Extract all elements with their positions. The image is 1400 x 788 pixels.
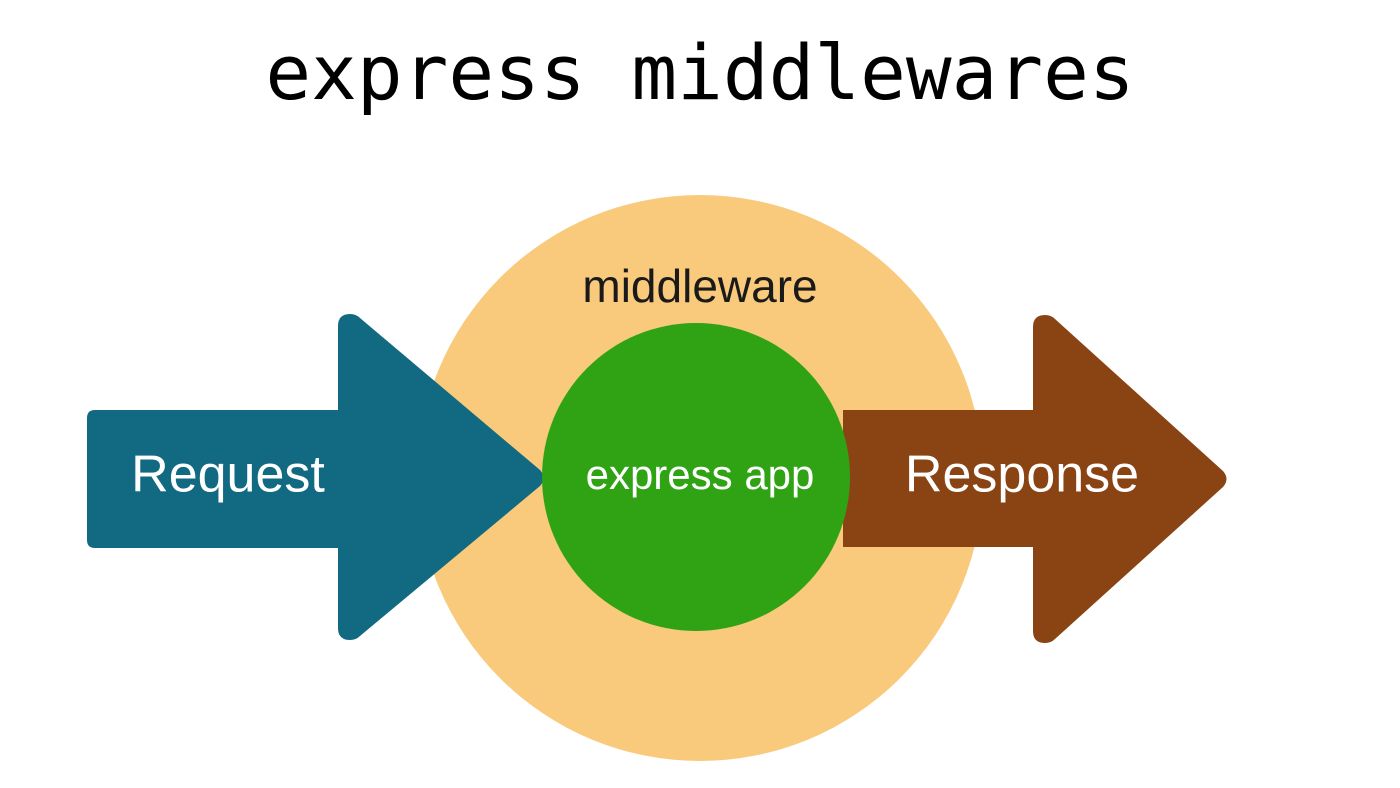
response-arrow[interactable] bbox=[843, 315, 1227, 643]
express-app-label: express app bbox=[586, 451, 815, 498]
request-arrow-shaft bbox=[87, 410, 360, 548]
page-title: express middlewares bbox=[265, 28, 1135, 117]
response-arrow-head bbox=[1033, 315, 1227, 643]
request-arrow[interactable] bbox=[87, 314, 544, 640]
request-arrow-head bbox=[338, 314, 544, 640]
response-arrow-shaft bbox=[843, 410, 1040, 547]
response-label: Response bbox=[905, 446, 1139, 504]
request-label: Request bbox=[131, 446, 325, 504]
express-app-circle bbox=[542, 323, 850, 631]
middleware-label: middleware bbox=[582, 260, 817, 312]
